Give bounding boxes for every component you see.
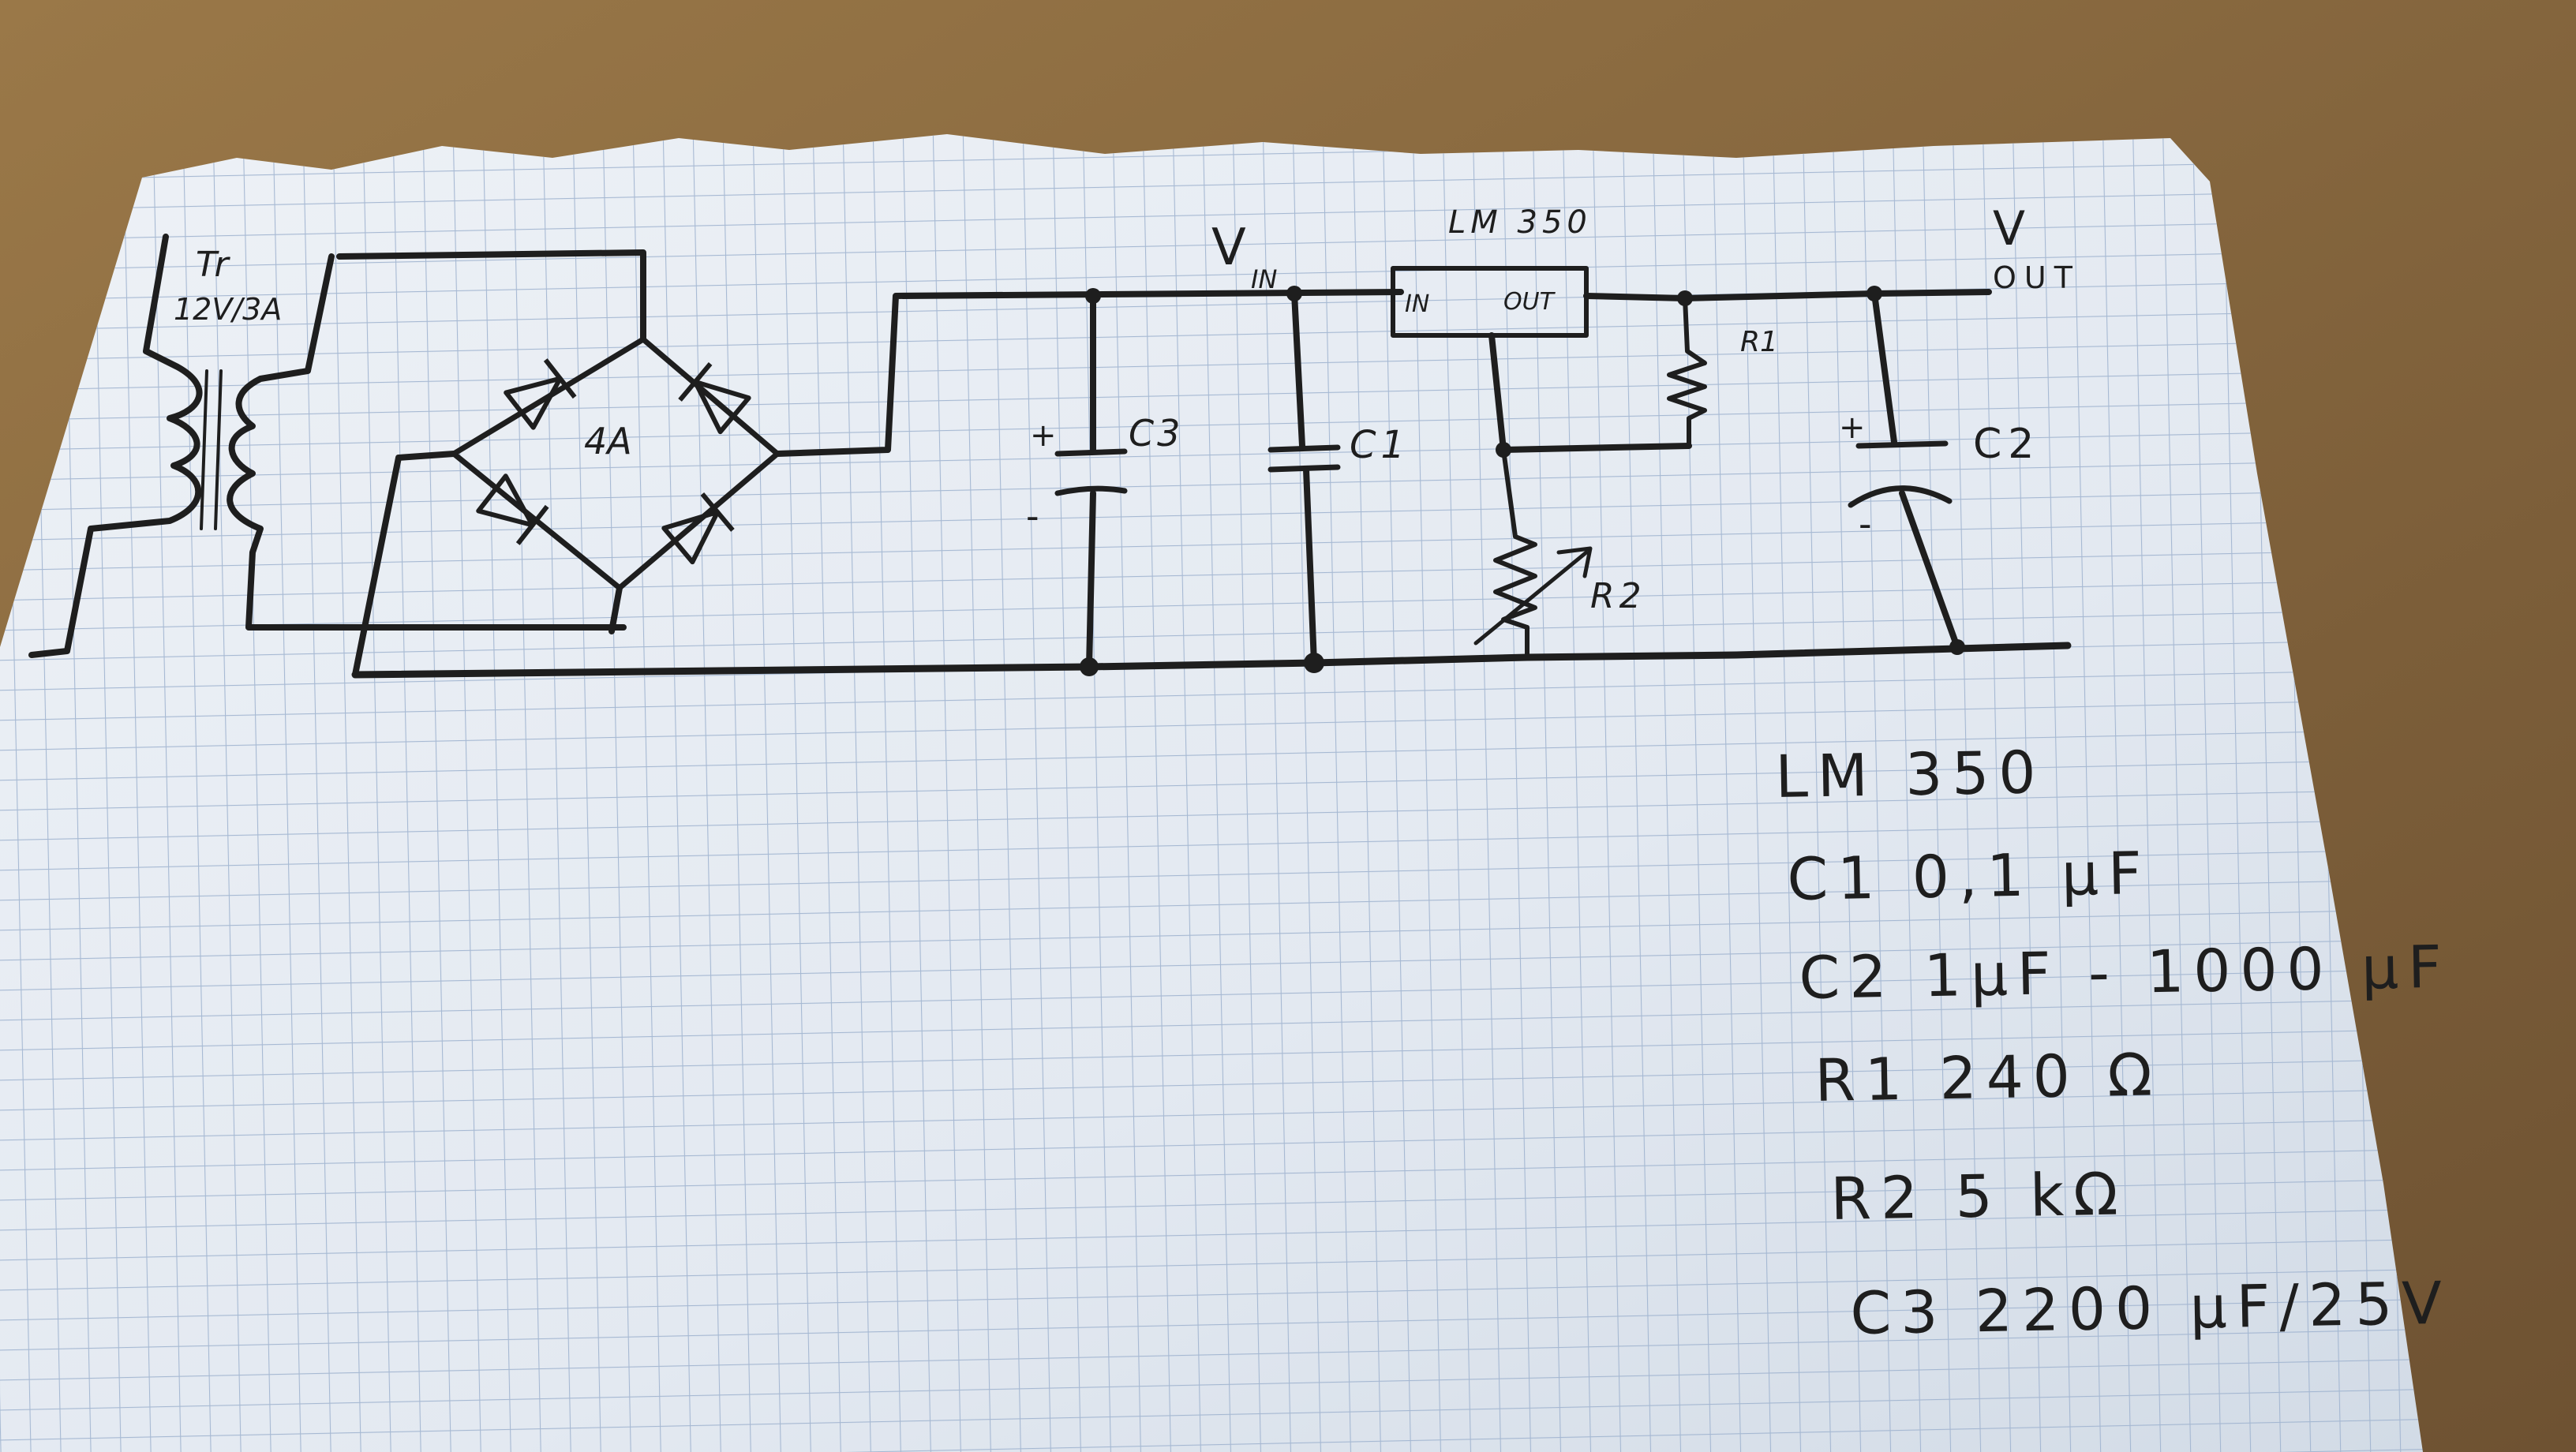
c3-plate-top: [1054, 448, 1128, 457]
c2-wire-top: [1871, 290, 1897, 445]
c2-wire-bottom: [1899, 490, 1960, 650]
r1-label: R1: [1740, 326, 1778, 358]
c2-minus-sign: -: [1859, 503, 1872, 545]
parts-list-item: C3 2200 µF/25V: [1850, 1270, 2452, 1348]
junction-dot: [1677, 290, 1693, 306]
vout-subscript: OUT: [1993, 260, 2080, 295]
regulator-label: LM 350: [1448, 204, 1592, 241]
r2-label: R2: [1590, 576, 1646, 616]
c2-plate-bottom: [1848, 485, 1953, 508]
vin-label: V: [1211, 219, 1246, 277]
paper-grid: [0, 134, 2423, 1452]
junction-dot: [1866, 286, 1882, 301]
diode-top-right: [678, 362, 751, 435]
c1-label: C1: [1350, 423, 1410, 467]
junction-dot: [1085, 288, 1101, 304]
r2-arrow-head: [1556, 546, 1593, 578]
bridge-rating-label: 4A: [584, 420, 632, 462]
c3-plus-sign: +: [1030, 417, 1057, 454]
parts-list-item: LM 350: [1775, 739, 2046, 811]
parts-list-item: R1 240 Ω: [1814, 1041, 2162, 1115]
parts-list: LM 350 C1 0,1 µF C2 1µF - 1000 µF R1 240…: [1775, 739, 2452, 1348]
regulator-in-pin: IN: [1405, 290, 1429, 318]
transformer-primary-wire: [28, 234, 203, 658]
r2-variable-arrow: [1473, 550, 1589, 646]
graph-paper: [0, 134, 2423, 1452]
vout-wire: [1583, 289, 1992, 301]
r2-wire: [1493, 447, 1537, 657]
bridge-bottom-wire: [608, 585, 623, 634]
ground-rail: [351, 642, 2072, 679]
r1-wire: [1667, 296, 1707, 448]
junction-dots: [1080, 286, 1965, 676]
diode-bottom-left: [476, 473, 549, 545]
c3-minus-sign: -: [1026, 495, 1039, 537]
bridge-left-wire: [352, 451, 457, 678]
transformer-rating-label: 12V/3A: [174, 292, 282, 327]
junction-dot: [1496, 442, 1511, 458]
transformer-secondary-wire: [227, 253, 627, 631]
junction-dot: [1949, 639, 1965, 655]
regulator-out-pin: OUT: [1503, 288, 1556, 316]
c1-wire-top: [1291, 290, 1305, 449]
c3-label: C3: [1129, 412, 1183, 455]
diode-bottom-right: [661, 492, 735, 565]
schematic-labels: Tr 12V/3A 4A V IN LM 350 IN OUT V OUT R1…: [174, 201, 2080, 616]
c2-plus-sign: +: [1839, 410, 1866, 446]
junction-dot: [1080, 657, 1099, 676]
c3-plate-bottom: [1054, 485, 1128, 496]
c1-plate-top: [1267, 444, 1341, 453]
vout-label: V: [1993, 201, 2025, 256]
junction-dot: [1286, 286, 1302, 301]
bridge-diodes: [476, 358, 751, 565]
junction-dot: [1304, 653, 1324, 673]
parts-list-item: C1 0,1 µF: [1787, 840, 2152, 914]
c1-wire-bottom: [1303, 466, 1317, 666]
c2-label: C2: [1973, 421, 2040, 468]
transformer-core-line-a: [200, 369, 208, 530]
c3-wire-bottom: [1086, 490, 1096, 670]
parts-list-item: C2 1µF - 1000 µF: [1799, 934, 2452, 1012]
parts-list-item: R2 5 kΩ: [1830, 1160, 2128, 1233]
transformer-label: Tr: [196, 245, 230, 285]
c2-plate-top: [1855, 440, 1949, 449]
transformer-core-line-b: [214, 369, 223, 530]
bridge-right-wire: [774, 289, 1404, 457]
vin-subscript: IN: [1251, 264, 1277, 294]
bridge-top-wire: [336, 249, 646, 295]
diode-top-left: [504, 358, 577, 430]
